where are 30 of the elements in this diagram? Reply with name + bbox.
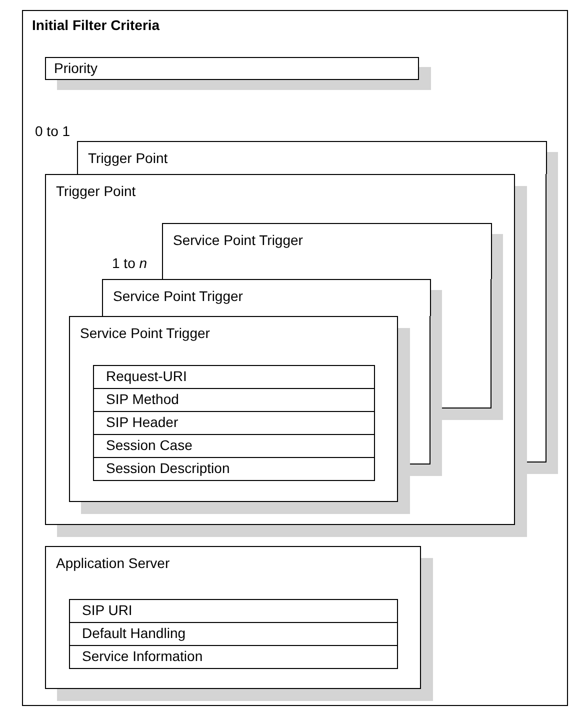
stacked-frame-tab bbox=[102, 279, 431, 316]
frame-heading: Service Point Trigger bbox=[173, 232, 303, 250]
list-row bbox=[69, 622, 398, 646]
list-row bbox=[93, 434, 375, 458]
field-label: Session Case bbox=[106, 437, 192, 455]
outer-frame bbox=[22, 10, 568, 706]
frame-heading: Initial Filter Criteria bbox=[32, 17, 160, 34]
frame-heading: Application Server bbox=[56, 555, 170, 572]
list-row bbox=[93, 457, 375, 481]
field-label: Default Handling bbox=[82, 625, 186, 643]
list-row bbox=[93, 388, 375, 412]
frame-heading: Service Point Trigger bbox=[80, 325, 210, 342]
frame-heading: Trigger Point bbox=[88, 150, 168, 168]
field-label: SIP URI bbox=[82, 602, 132, 620]
stacked-frame-tab bbox=[162, 223, 492, 279]
list-row bbox=[69, 599, 398, 623]
multiplicity-label: 1 to n bbox=[112, 254, 148, 273]
list-row bbox=[69, 645, 398, 669]
list-row bbox=[93, 365, 375, 389]
field-label: SIP Header bbox=[106, 414, 178, 432]
field-label: Request-URI bbox=[106, 368, 187, 386]
field-label: SIP Method bbox=[106, 391, 179, 409]
field-label: Priority bbox=[54, 60, 98, 78]
list-row bbox=[93, 411, 375, 435]
frame-heading: Trigger Point bbox=[56, 183, 136, 200]
multiplicity-label: 0 to 1 bbox=[35, 122, 70, 141]
frame-heading: Service Point Trigger bbox=[113, 288, 243, 306]
field-label: Session Description bbox=[106, 460, 230, 478]
field-label: Service Information bbox=[82, 648, 203, 666]
stacked-frame-tab bbox=[77, 141, 547, 174]
